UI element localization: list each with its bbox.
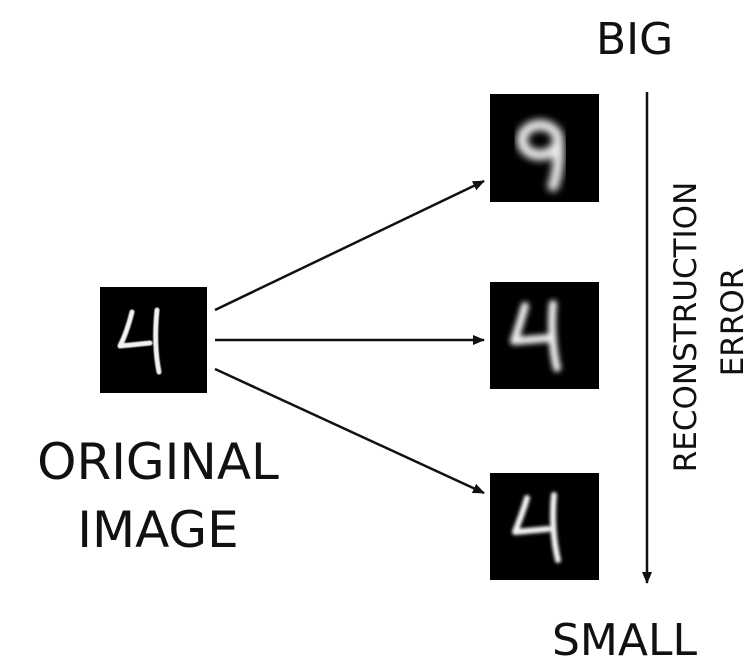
reconstruction-digit-4-sharp <box>512 492 561 563</box>
small-label: SMALL <box>552 615 698 666</box>
reconstruction-image-1 <box>490 94 599 202</box>
original-label-line2: IMAGE <box>77 501 239 559</box>
original-image-label: ORIGINAL IMAGE <box>12 428 304 564</box>
original-digit-4 <box>117 307 162 375</box>
reconstruction-digit-4-medium <box>510 300 561 372</box>
original-image <box>100 287 207 393</box>
arrow-to-reconstruction-3 <box>214 367 485 495</box>
reconstruction-digit-9 <box>516 119 565 192</box>
axis-label-line1: RECONSTRUCTION <box>668 182 704 473</box>
arrow-to-reconstruction-1 <box>214 179 485 312</box>
big-label: BIG <box>596 14 674 65</box>
original-label-line1: ORIGINAL <box>37 433 279 491</box>
reconstruction-image-3 <box>490 473 599 580</box>
reconstruction-image-2 <box>490 282 599 389</box>
axis-label-line2: ERROR <box>715 268 751 377</box>
